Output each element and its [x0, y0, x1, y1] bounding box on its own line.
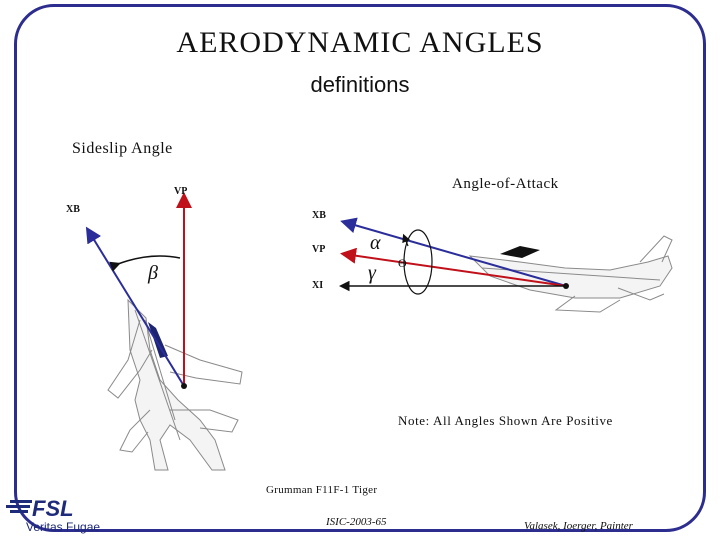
slide-frame: [14, 4, 706, 532]
beta-arc: [109, 255, 181, 272]
alpha-symbol: α: [370, 232, 381, 254]
gamma-symbol: γ: [368, 262, 376, 284]
beta-symbol: β: [148, 262, 158, 284]
right-cg-dot: [563, 283, 569, 289]
angle-of-attack-heading: Angle-of-Attack: [452, 176, 559, 192]
positive-angles-note: Note: All Angles Shown Are Positive: [398, 413, 613, 428]
fsl-logo: FSL: [6, 496, 74, 521]
footer-authors: Valasek, Ioerger, Painter: [524, 520, 633, 532]
footer-reference: ISIC-2003-65: [326, 516, 387, 528]
left-xb-label: XB: [66, 204, 80, 215]
aircraft-caption: Grumman F11F-1 Tiger: [266, 484, 378, 496]
theta-symbol: Θ: [398, 256, 407, 270]
right-xb-label: XB: [312, 210, 326, 221]
side-view-aircraft: [468, 235, 673, 313]
right-canopy: [500, 246, 540, 258]
slide-subtitle: definitions: [310, 72, 410, 97]
slide-title: AERODYNAMIC ANGLES: [176, 26, 544, 59]
left-vp-label: VP: [174, 186, 188, 197]
theta-ellipse: [403, 229, 433, 295]
sideslip-angle-heading: Sideslip Angle: [72, 140, 173, 157]
alpha-tick: [402, 233, 411, 247]
top-view-aircraft: [107, 298, 243, 471]
right-vp-label: VP: [312, 244, 326, 255]
left-canopy: [148, 322, 168, 358]
left-cg-dot: [181, 383, 187, 389]
logo-motto: Veritas Fugae: [26, 520, 101, 534]
right-xb-vector: [340, 217, 567, 287]
svg-text:FSL: FSL: [32, 496, 74, 521]
right-vp-vector: [340, 247, 567, 287]
left-xb-vector: [85, 226, 185, 387]
right-xi-label: XI: [312, 280, 324, 291]
